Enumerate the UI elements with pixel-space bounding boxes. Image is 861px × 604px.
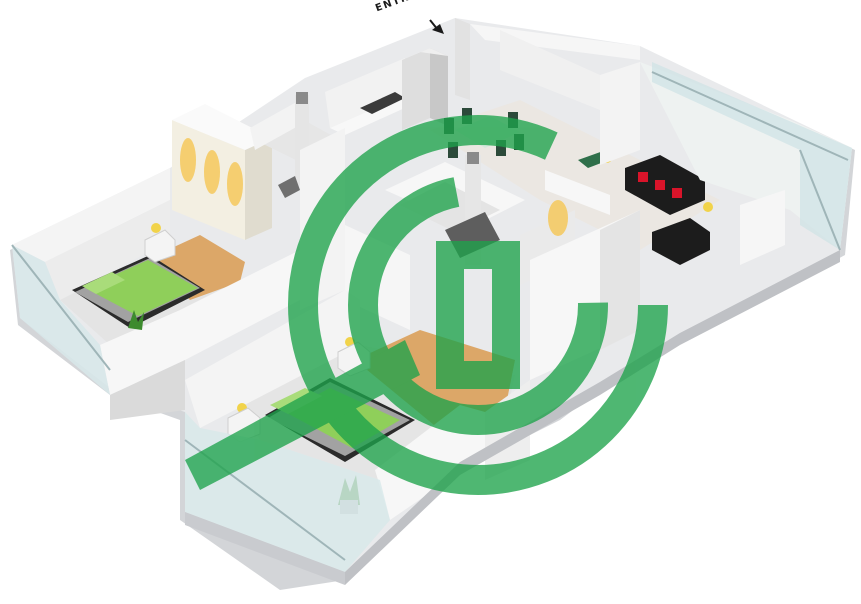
balcony-1-glass: [12, 245, 110, 395]
living-partition: [545, 170, 610, 215]
bedroom-1-back-wall: [12, 168, 170, 262]
armchair: [652, 218, 710, 265]
balcony-2-rail-1: [651, 71, 849, 161]
entrance-wall-right: [470, 24, 640, 60]
vanity-light: [548, 200, 568, 236]
wardrobe-light-1: [180, 138, 196, 182]
shower-1-head: [296, 92, 308, 104]
sofa-cushion-3: [672, 188, 682, 198]
kitchen-stove: [360, 92, 405, 114]
living-wall-right: [600, 62, 640, 165]
fridge-top: [402, 48, 448, 60]
dining-chair-4: [496, 140, 506, 156]
fridge-side: [430, 48, 448, 126]
wardrobe-light-2: [204, 150, 220, 194]
bedroom-1-front-wall-side: [110, 360, 185, 420]
slab-edge-bottom: [185, 512, 345, 585]
kitchen-counter: [330, 95, 418, 135]
balcony-2-rail-2: [799, 149, 841, 251]
entrance-wall-left: [455, 18, 470, 100]
bed-1-pillow: [82, 272, 125, 294]
brand-logo-watermark: [185, 115, 668, 495]
slab-edge-right: [345, 250, 840, 585]
balcony-2-glass: [652, 62, 852, 250]
nightstand-1: [144, 229, 176, 263]
fridge-front: [402, 48, 430, 130]
arrow-down-icon: [429, 19, 444, 34]
balcony-2-end-wall: [740, 190, 785, 265]
balcony-2-floor: [640, 62, 852, 250]
dining-chair-6: [448, 142, 458, 158]
toilet-1: [278, 176, 300, 198]
bathroom-1-wall: [250, 100, 300, 150]
wardrobe-top: [172, 104, 272, 150]
sofa-cushion-1: [638, 172, 648, 182]
living-lamp-2: [703, 202, 713, 212]
wardrobe-side: [245, 138, 272, 240]
balcony-1-rail: [11, 244, 111, 371]
shower-2-head: [467, 152, 479, 164]
kitchen-wall: [325, 58, 405, 128]
wardrobe-light-3: [227, 162, 243, 206]
bedroom-1-wall-inner: [45, 200, 170, 300]
bed-1-blanket: [85, 260, 198, 316]
sofa-cushion-2: [655, 180, 665, 190]
plant-1: [128, 310, 144, 330]
middle-wall-3-side: [600, 210, 640, 350]
bedroom-1-front-wall: [100, 250, 300, 395]
corridor-wall: [500, 30, 600, 110]
nightstand-lamp-1: [151, 223, 161, 233]
